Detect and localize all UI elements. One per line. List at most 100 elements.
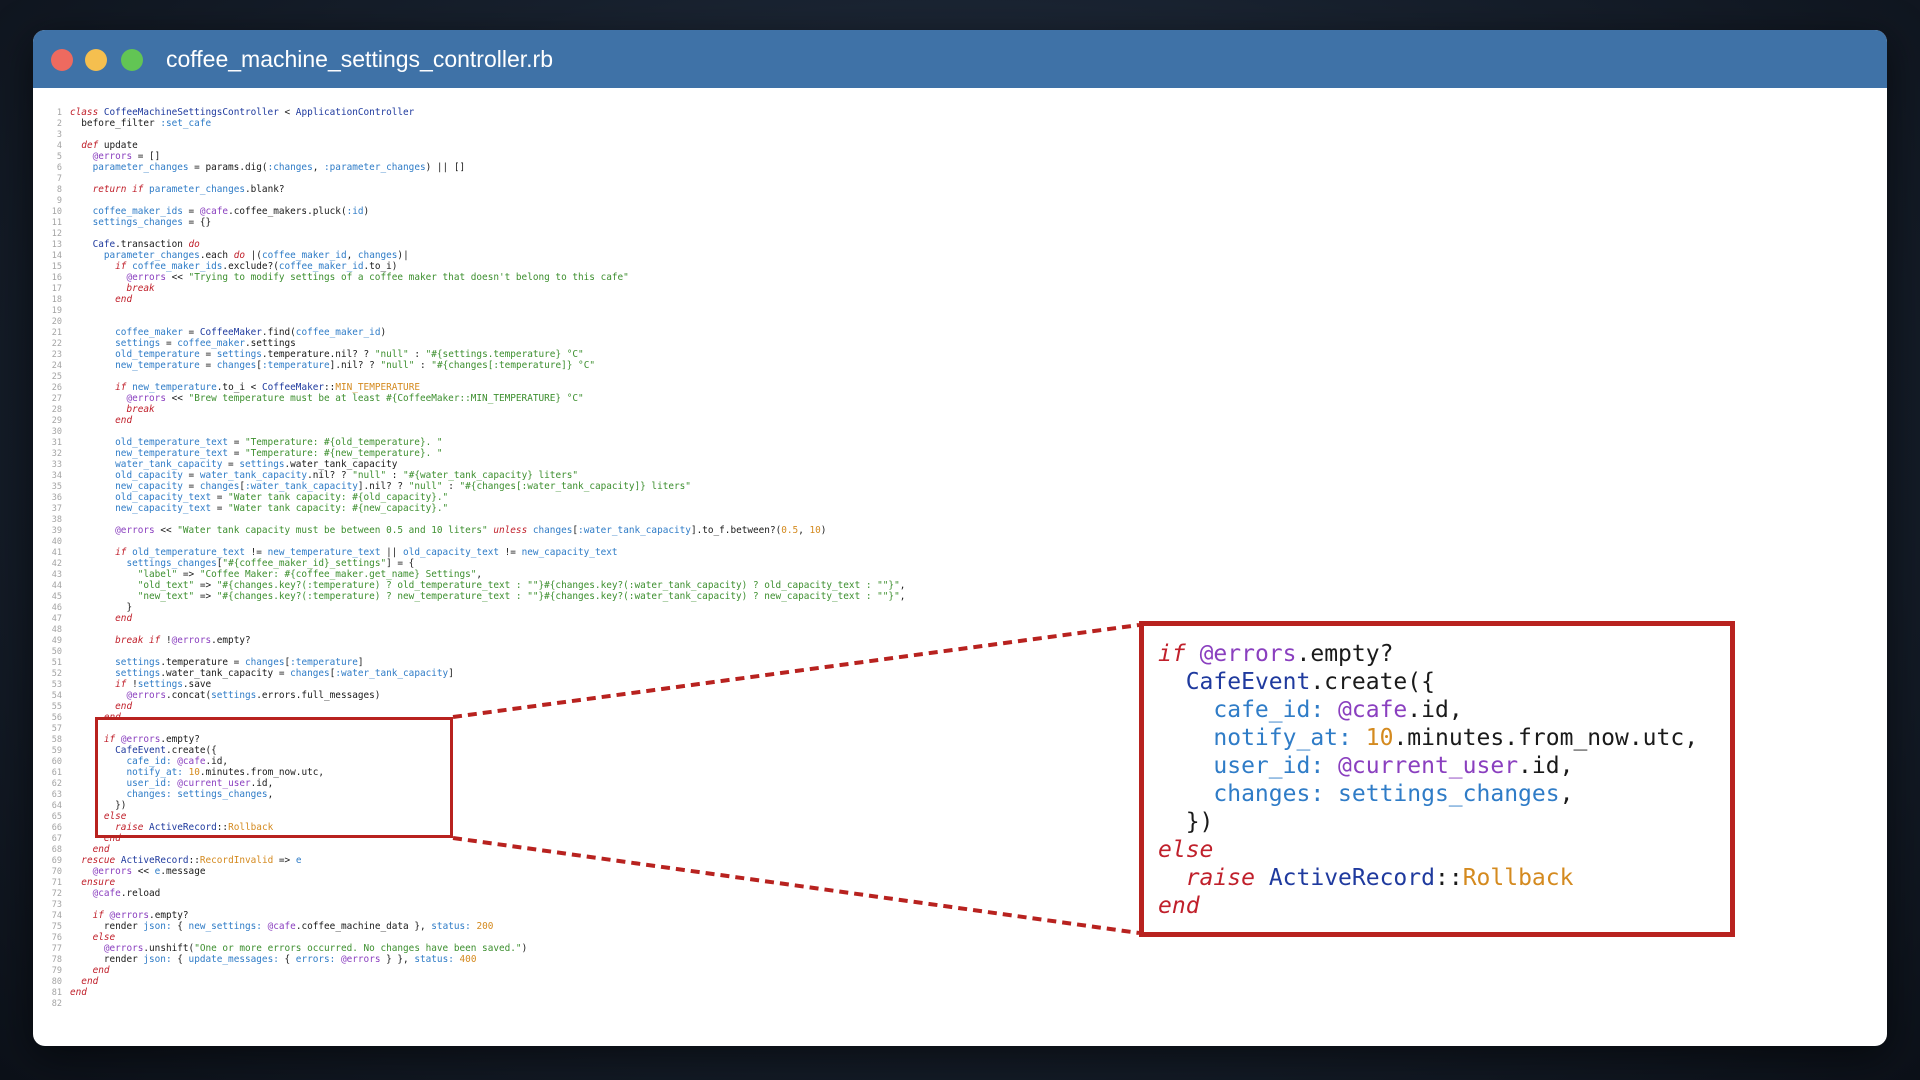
code-token: .minutes.from_now.utc, — [199, 767, 325, 778]
line-number: 59 — [51, 746, 62, 756]
code-line: 13 Cafe.transaction do — [33, 239, 1033, 250]
code-token: settings — [239, 459, 285, 470]
code-token: ) — [820, 525, 827, 536]
code-line: 27 @errors << "Brew temperature must be … — [33, 393, 1033, 404]
line-source: "label" => "Coffee Maker: #{coffee_maker… — [70, 569, 482, 580]
code-token — [70, 844, 93, 855]
code-line: 82 — [33, 998, 1033, 1009]
code-token — [70, 217, 93, 228]
zoom-button[interactable] — [121, 49, 143, 71]
line-number: 76 — [51, 933, 62, 943]
code-line: 25 — [33, 371, 1033, 382]
code-token — [70, 965, 93, 976]
code-token: .errors.full_messages) — [256, 690, 381, 701]
code-token: .blank? — [245, 184, 285, 195]
code-token: .reload — [120, 888, 161, 899]
code-token: water_tank_capacity — [115, 459, 223, 470]
code-line: 34 old_capacity = water_tank_capacity.ni… — [33, 470, 1033, 481]
code-token: |( — [245, 250, 262, 261]
line-source: end — [70, 844, 110, 855]
line-source: cafe_id: @cafe.id, — [70, 756, 228, 767]
code-line: 79 end — [33, 965, 1033, 976]
line-number: 13 — [51, 240, 62, 250]
code-token: Rollback — [1462, 865, 1574, 891]
line-source: @errors << "Water tank capacity must be … — [70, 525, 826, 536]
code-token: end — [115, 701, 133, 712]
code-token: .find( — [261, 327, 296, 338]
code-token: "One or more errors occurred. No changes… — [194, 943, 522, 954]
code-token: "Brew temperature must be at least #{Cof… — [188, 393, 584, 404]
line-number: 43 — [51, 570, 62, 580]
code-token: if — [115, 679, 127, 690]
line-number: 4 — [56, 141, 62, 151]
code-token: => — [194, 580, 217, 591]
code-token — [70, 547, 115, 558]
line-source: old_capacity_text = "Water tank capacity… — [70, 492, 448, 503]
code-token: .temperature = — [160, 657, 245, 668]
line-source: @errors.concat(settings.errors.full_mess… — [70, 690, 380, 701]
code-token: .message — [160, 866, 206, 877]
code-token: .nil? ? — [307, 470, 353, 481]
code-token: .save — [182, 679, 212, 690]
line-number: 32 — [51, 449, 62, 459]
code-token: changes — [357, 250, 398, 261]
code-token: "null" — [380, 360, 415, 371]
line-number: 21 — [51, 328, 62, 338]
code-token: coffee_maker — [177, 338, 245, 349]
code-line: 30 — [33, 426, 1033, 437]
code-token: .each — [199, 250, 234, 261]
code-token: coffee_maker_id — [278, 261, 364, 272]
line-source: parameter_changes = params.dig(:changes,… — [70, 162, 466, 173]
code-token — [70, 261, 115, 272]
code-token: << — [165, 272, 189, 283]
callout-line: changes: settings_changes, — [1158, 780, 1698, 808]
callout-line: user_id: @current_user.id, — [1158, 752, 1698, 780]
code-token: :water_tank_capacity — [335, 668, 449, 679]
code-line: 70 @errors << e.message — [33, 866, 1033, 877]
code-token: => — [177, 569, 200, 580]
code-line: 76 else — [33, 932, 1033, 943]
line-number: 29 — [51, 416, 62, 426]
code-token — [70, 404, 126, 415]
line-source: new_temperature_text = "Temperature: #{n… — [70, 448, 442, 459]
code-token: end — [92, 965, 110, 976]
code-token: "null" — [374, 349, 409, 360]
code-token: settings — [211, 690, 257, 701]
code-token: :set_cafe — [160, 118, 212, 129]
code-token: 200 — [476, 921, 494, 932]
code-token — [70, 349, 115, 360]
code-token — [70, 910, 93, 921]
code-token: .temperature.nil? ? — [261, 349, 375, 360]
callout-line: else — [1158, 836, 1698, 864]
code-token — [1352, 725, 1366, 751]
code-token: "#{settings.temperature} °C" — [425, 349, 584, 360]
code-token: @cafe — [1338, 697, 1408, 723]
code-line: 22 settings = coffee_maker.settings — [33, 338, 1033, 349]
code-line: 61 notify_at: 10.minutes.from_now.utc, — [33, 767, 1033, 778]
line-number: 79 — [51, 966, 62, 976]
close-button[interactable] — [51, 49, 73, 71]
code-token: .coffee_machine_data }, — [295, 921, 432, 932]
code-line: 54 @errors.concat(settings.errors.full_m… — [33, 690, 1033, 701]
code-token: .empty? — [1296, 641, 1394, 667]
line-source: end — [70, 415, 132, 426]
minimize-button[interactable] — [85, 49, 107, 71]
code-token: json: — [143, 921, 172, 932]
line-source: return if parameter_changes.blank? — [70, 184, 285, 195]
code-token: "Water tank capacity must be between 0.5… — [177, 525, 488, 536]
line-number: 1 — [56, 108, 62, 118]
callout-line: end — [1158, 892, 1698, 920]
code-token: ActiveRecord — [120, 855, 189, 866]
code-line: 43 "label" => "Coffee Maker: #{coffee_ma… — [33, 569, 1033, 580]
code-token: .exclude?( — [222, 261, 279, 272]
code-token: @cafe — [267, 921, 296, 932]
code-token — [70, 866, 93, 877]
code-token: coffee_maker_ids — [132, 261, 223, 272]
line-source: render json: { new_settings: @cafe.coffe… — [70, 921, 494, 932]
code-line: 58 if @errors.empty? — [33, 734, 1033, 745]
code-line: 17 break — [33, 283, 1033, 294]
code-token: if — [1158, 641, 1186, 667]
code-line: 52 settings.water_tank_capacity = change… — [33, 668, 1033, 679]
code-token: "#{changes.key?(:temperature) ? old_temp… — [216, 580, 900, 591]
